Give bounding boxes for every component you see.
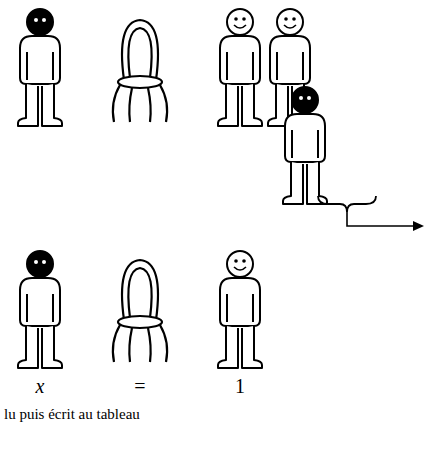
caption-note: lu puis écrit au tableau — [4, 406, 140, 423]
variable-label: x — [36, 375, 45, 397]
number-label: 1 — [235, 375, 245, 397]
equals-label: = — [134, 375, 145, 397]
